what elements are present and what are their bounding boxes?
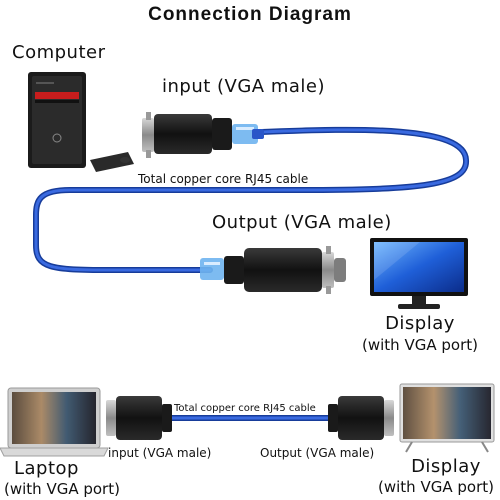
top-display-sub: (with VGA port) (362, 336, 478, 354)
top-input-adapter (142, 112, 264, 158)
keyboard-icon (90, 152, 134, 172)
bottom-display-sub: (with VGA port) (378, 478, 494, 496)
computer-label: Computer (12, 42, 106, 63)
bottom-input-label: input (VGA male) (108, 446, 212, 460)
computer-tower-icon (28, 72, 86, 168)
top-rj45-cable (33, 126, 469, 273)
bottom-display-label: Display (411, 456, 481, 477)
top-output-label: Output (VGA male) (212, 212, 392, 233)
top-display-label: Display (385, 313, 455, 334)
bottom-input-adapter (106, 396, 172, 440)
bottom-output-adapter (328, 396, 394, 440)
laptop-sub: (with VGA port) (4, 480, 120, 498)
laptop-label: Laptop (14, 458, 79, 479)
bottom-output-label: Output (VGA male) (260, 446, 375, 460)
top-input-label: input (VGA male) (162, 76, 326, 97)
laptop-icon (0, 387, 109, 457)
diagram-title: Connection Diagram (148, 4, 352, 25)
bottom-display-monitor-icon (399, 383, 495, 453)
top-output-adapter (200, 246, 346, 294)
bottom-cable-label: Total copper core RJ45 cable (172, 403, 318, 414)
top-display-monitor-icon (370, 238, 468, 309)
top-cable-label: Total copper core RJ45 cable (136, 172, 311, 186)
